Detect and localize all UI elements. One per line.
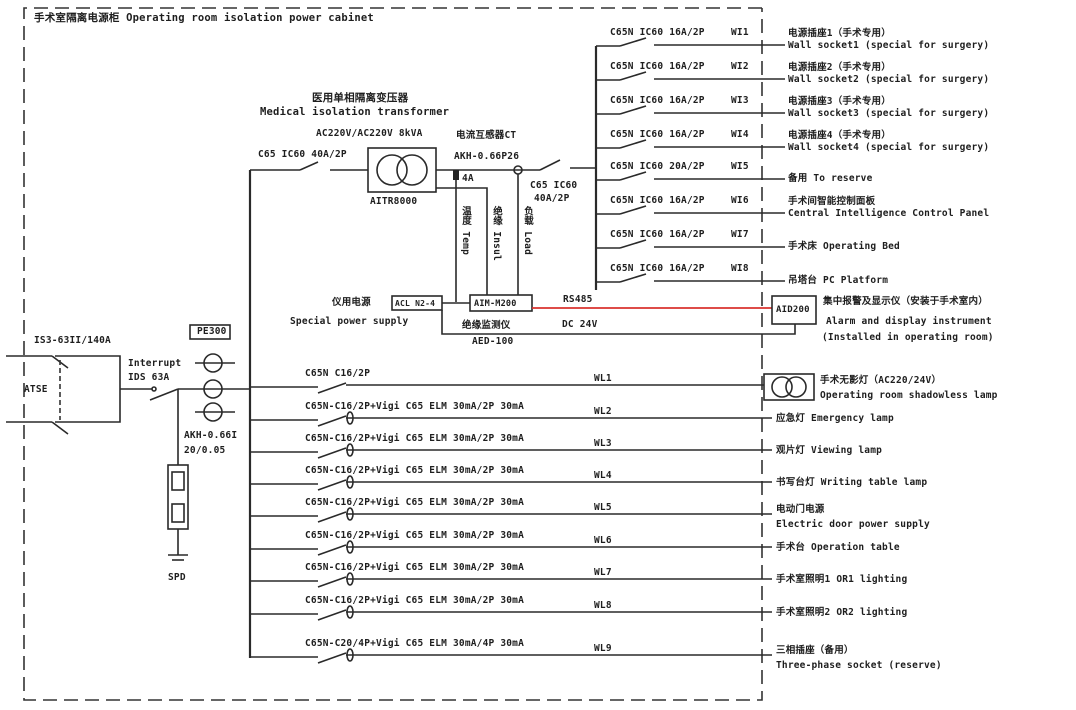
lower-breaker: C65N-C16/2P+Vigi C65 ELM 30mA/2P 30mA <box>305 465 525 476</box>
dc24v-label: DC 24V <box>562 319 598 330</box>
monitor-sub: AED-100 <box>472 336 514 347</box>
ct-in-ratio: 20/0.05 <box>184 445 226 456</box>
out-breaker-1: C65 IC60 <box>530 180 578 191</box>
ct-in-model: AKH-0.66I <box>184 430 238 441</box>
lower-breaker: C65N-C16/2P+Vigi C65 ELM 30mA/2P 30mA <box>305 401 525 412</box>
lower-label-cn: 电动门电源 <box>776 504 825 515</box>
special-supply-cn: 仪用电源 <box>332 297 371 308</box>
upper-label-cn: 手术间智能控制面板 <box>788 196 876 207</box>
lower-label-en: 手术室照明2 OR2 lighting <box>776 607 908 618</box>
upper-circuit-id: WI1 <box>731 27 749 38</box>
upper-breaker: C65N IC60 16A/2P <box>610 95 705 106</box>
upper-breaker: C65N IC60 20A/2P <box>610 161 705 172</box>
upper-circuit-id: WI3 <box>731 95 749 106</box>
lower-circuit-id: WL7 <box>594 567 612 578</box>
display-en-1: Alarm and display instrument <box>826 316 992 327</box>
upper-label-cn: 电源插座4（手术专用） <box>788 130 891 141</box>
lower-breaker: C65N-C20/4P+Vigi C65 ELM 30mA/4P 30mA <box>305 638 525 649</box>
interrupt-model: IDS 63A <box>128 372 170 383</box>
out-breaker-2: 40A/2P <box>534 193 570 204</box>
upper-breaker: C65N IC60 16A/2P <box>610 229 705 240</box>
upper-label-en: Wall socket1 (special for surgery) <box>788 40 990 51</box>
transformer-rating: AC220V/AC220V 8kVA <box>316 128 423 139</box>
ct-label: 电流互感器CT <box>456 130 517 141</box>
spd-label: SPD <box>168 572 186 583</box>
lower-label-en: 观片灯 Viewing lamp <box>776 445 883 456</box>
special-supply-model: ACL N2-4 <box>395 299 436 308</box>
isolation-transformer <box>367 147 437 193</box>
lower-label-en: 手术台 Operation table <box>776 542 900 553</box>
lower-breaker: C65N C16/2P <box>305 368 371 379</box>
lower-breaker: C65N-C16/2P+Vigi C65 ELM 30mA/2P 30mA <box>305 562 525 573</box>
ats-label: ATSE <box>24 384 48 395</box>
display-model: AID200 <box>776 305 810 315</box>
alarm-display-box <box>771 295 817 325</box>
transformer-breaker: C65 IC60 40A/2P <box>258 149 347 160</box>
upper-circuit-id: WI8 <box>731 263 749 274</box>
lower-circuit-id: WL1 <box>594 373 612 384</box>
upper-breaker: C65N IC60 16A/2P <box>610 195 705 206</box>
display-cn: 集中报警及显示仪（安装于手术室内） <box>823 296 988 307</box>
upper-circuit-id: WI5 <box>731 161 749 172</box>
upper-circuit-id: WI2 <box>731 61 749 72</box>
upper-breaker: C65N IC60 16A/2P <box>610 61 705 72</box>
transformer-title-cn: 医用单相隔离变压器 <box>312 92 409 104</box>
upper-label-en: 吊塔台 PC Platform <box>788 275 889 286</box>
wire-label-load: 负载 Load <box>522 206 533 255</box>
upper-label-en: 备用 To reserve <box>788 173 873 184</box>
ct-model: AKH-0.66P26 <box>454 151 520 162</box>
upper-label-en: Wall socket2 (special for surgery) <box>788 74 990 85</box>
monitor-cn: 绝缘监测仪 <box>462 320 511 331</box>
lower-label-en: 应急灯 Emergency lamp <box>776 413 894 424</box>
lower-circuit-id: WL2 <box>594 406 612 417</box>
lower-circuit-id: WL6 <box>594 535 612 546</box>
lower-label-en: 手术室照明1 OR1 lighting <box>776 574 908 585</box>
ats-model: IS3-63II/140A <box>34 335 111 346</box>
insulation-monitor-box <box>469 294 533 312</box>
ir-label: 4A <box>462 173 474 184</box>
lower-breaker: C65N-C16/2P+Vigi C65 ELM 30mA/2P 30mA <box>305 497 525 508</box>
special-supply-en: Special power supply <box>290 316 409 327</box>
interrupt-label: Interrupt <box>128 358 182 369</box>
pe300-meter <box>189 324 231 340</box>
lower-label-cn: 手术无影灯（AC220/24V） <box>820 375 942 386</box>
lower-circuit-id: WL3 <box>594 438 612 449</box>
upper-label-en: Wall socket3 (special for surgery) <box>788 108 990 119</box>
lower-breaker: C65N-C16/2P+Vigi C65 ELM 30mA/2P 30mA <box>305 530 525 541</box>
cabinet-title: 手术室隔离电源柜 Operating room isolation power … <box>34 12 374 24</box>
transformer-title-en: Medical isolation transformer <box>260 106 450 118</box>
upper-label-cn: 电源插座1（手术专用） <box>788 28 891 39</box>
transformer-model: AITR8000 <box>370 196 418 207</box>
lower-circuit-id: WL4 <box>594 470 612 481</box>
cabinet-border <box>23 7 763 701</box>
upper-breaker: C65N IC60 16A/2P <box>610 27 705 38</box>
lower-breaker: C65N-C16/2P+Vigi C65 ELM 30mA/2P 30mA <box>305 433 525 444</box>
upper-label-cn: 电源插座3（手术专用） <box>788 96 891 107</box>
lower-circuit-id: WL9 <box>594 643 612 654</box>
upper-circuit-id: WI7 <box>731 229 749 240</box>
upper-label-cn: 电源插座2（手术专用） <box>788 62 891 73</box>
upper-breaker: C65N IC60 16A/2P <box>610 129 705 140</box>
display-en-2: (Installed in operating room) <box>822 332 994 343</box>
upper-label-en: 手术床 Operating Bed <box>788 241 900 252</box>
lower-label-en: 书写台灯 Writing table lamp <box>776 477 928 488</box>
lower-label-cn: 三相插座（备用） <box>776 645 854 656</box>
lower-breaker: C65N-C16/2P+Vigi C65 ELM 30mA/2P 30mA <box>305 595 525 606</box>
lower-label-en: Operating room shadowless lamp <box>820 390 998 401</box>
lower-label-en: Three-phase socket (reserve) <box>776 660 942 671</box>
upper-circuit-id: WI6 <box>731 195 749 206</box>
monitor-model: AIM-M200 <box>474 299 517 309</box>
lower-label-en: Electric door power supply <box>776 519 930 530</box>
rs485-label: RS485 <box>563 294 593 305</box>
upper-label-en: Wall socket4 (special for surgery) <box>788 142 990 153</box>
wire-label-insul: 绝缘 Insul <box>491 206 502 261</box>
lower-circuit-id: WL8 <box>594 600 612 611</box>
upper-circuit-id: WI4 <box>731 129 749 140</box>
meter-label: PE300 <box>197 326 227 337</box>
upper-breaker: C65N IC60 16A/2P <box>610 263 705 274</box>
upper-label-en: Central Intelligence Control Panel <box>788 208 990 219</box>
wire-label-temp: 温度 Temp <box>460 206 471 255</box>
lower-circuit-id: WL5 <box>594 502 612 513</box>
